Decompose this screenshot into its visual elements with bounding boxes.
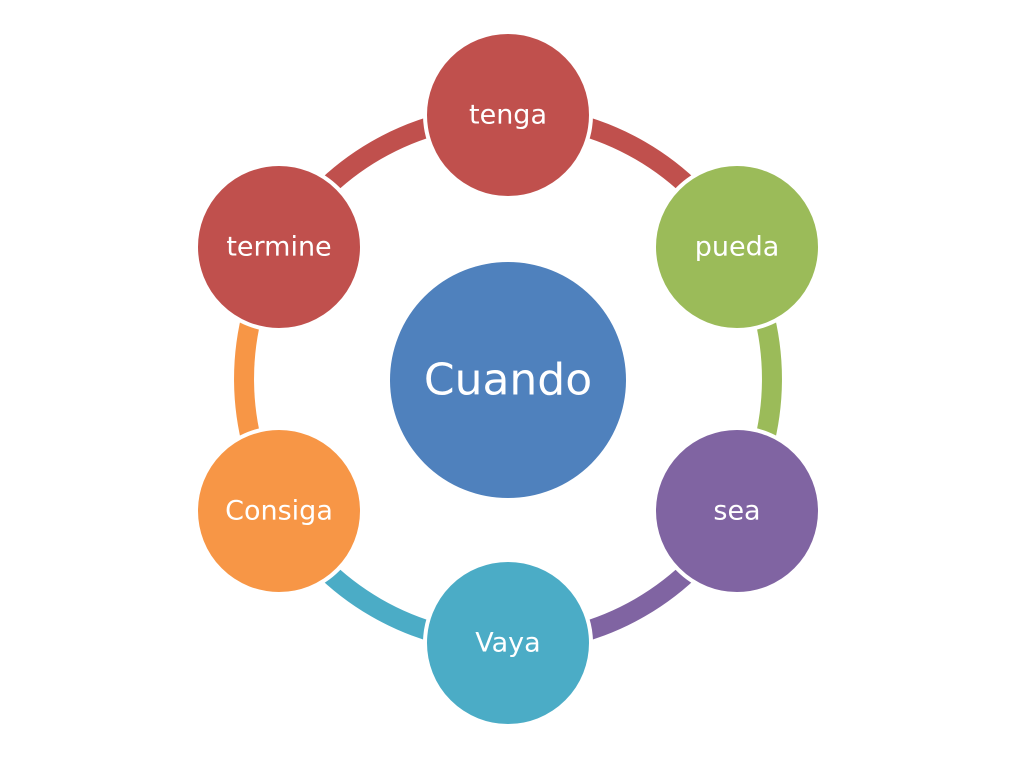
node-circle-consiga <box>194 426 364 596</box>
node-consiga: Consiga <box>194 426 364 596</box>
node-pueda: pueda <box>652 162 822 332</box>
node-label-pueda: pueda <box>695 232 780 263</box>
node-vaya: Vaya <box>423 558 593 728</box>
node-label-vaya: Vaya <box>475 628 540 659</box>
node-sea: sea <box>652 426 822 596</box>
center-circle <box>386 258 630 502</box>
node-tenga: tenga <box>423 30 593 200</box>
node-circle-vaya <box>423 558 593 728</box>
center-label: Cuando <box>424 355 592 406</box>
node-label-sea: sea <box>713 496 760 527</box>
node-termine: termine <box>194 162 364 332</box>
node-circle-termine <box>194 162 364 332</box>
node-circle-pueda <box>652 162 822 332</box>
node-circle-tenga <box>423 30 593 200</box>
node-label-tenga: tenga <box>469 100 547 131</box>
node-label-consiga: Consiga <box>225 496 333 527</box>
node-circle-sea <box>652 426 822 596</box>
node-label-termine: termine <box>226 232 331 263</box>
center-node: Cuando <box>386 258 630 502</box>
